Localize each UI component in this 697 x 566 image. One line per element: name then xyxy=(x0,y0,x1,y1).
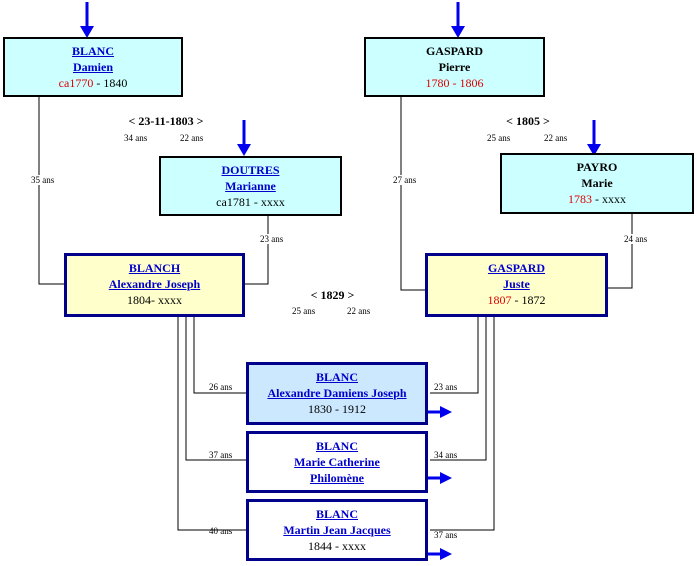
given-name: Pierre xyxy=(438,60,471,74)
life-dates: 1807 - 1872 xyxy=(487,293,546,307)
given-name-link[interactable]: Martin Jean Jacques xyxy=(283,523,391,537)
surname: GASPARD xyxy=(425,44,484,58)
surname-link[interactable]: BLANC xyxy=(315,370,358,384)
parent-age-label: 23 ans xyxy=(260,234,284,244)
given-name-link[interactable]: Alexandre Damiens Joseph xyxy=(267,386,407,400)
father-age-label: 40 ans xyxy=(209,526,233,536)
surname: PAYRO xyxy=(576,160,618,174)
arrow-down-icon[interactable] xyxy=(451,2,465,38)
mother-age-label: 34 ans xyxy=(434,450,458,460)
given-name-link[interactable]: Marie Catherine xyxy=(294,455,380,469)
arrow-right-icon[interactable] xyxy=(428,406,452,418)
mother-age-label: 37 ans xyxy=(434,530,458,540)
surname-link[interactable]: BLANC xyxy=(315,507,358,521)
age-wife: 22 ans xyxy=(347,306,371,316)
person-card-alexandre: BLANCH Alexandre Joseph 1804- xxxx xyxy=(64,253,245,317)
life-dates: 1783 - xxxx xyxy=(568,192,626,206)
person-card-child2: BLANC Marie Catherine Philomène xyxy=(246,431,428,493)
father-age-label: 37 ans xyxy=(209,450,233,460)
given-name-link[interactable]: Philomène xyxy=(310,471,364,485)
arrow-down-icon[interactable] xyxy=(587,120,601,156)
surname-link[interactable]: GASPARD xyxy=(487,261,546,275)
life-dates: 1804- xxxx xyxy=(127,293,182,307)
given-name-link[interactable]: Damien xyxy=(73,60,113,74)
person-card-child1: BLANC Alexandre Damiens Joseph 1830 - 19… xyxy=(246,362,428,425)
father-age-label: 26 ans xyxy=(209,382,233,392)
person-card-marie: PAYRO Marie 1783 - xxxx xyxy=(500,153,694,214)
given-name-link[interactable]: Alexandre Joseph xyxy=(108,277,201,291)
given-name-link[interactable]: Juste xyxy=(503,277,530,291)
age-husband: 34 ans xyxy=(124,133,148,143)
arrow-down-icon[interactable] xyxy=(80,2,94,38)
life-dates: 1830 - 1912 xyxy=(308,402,366,416)
life-dates: 1780 - 1806 xyxy=(425,76,484,90)
age-husband: 25 ans xyxy=(487,133,511,143)
given-name-link[interactable]: Marianne xyxy=(225,179,276,193)
arrow-right-icon[interactable] xyxy=(428,472,452,484)
person-card-marianne: DOUTRES Marianne ca1781 - xxxx xyxy=(159,156,342,216)
given-name: Marie xyxy=(581,176,613,190)
arrow-right-icon[interactable] xyxy=(428,548,452,560)
parent-age-label: 24 ans xyxy=(624,234,648,244)
surname-link[interactable]: BLANC xyxy=(71,44,114,58)
parent-age-label: 27 ans xyxy=(393,175,417,185)
marriage-date: < 1829 > xyxy=(310,288,355,302)
marriage-date: < 1805 > xyxy=(506,114,550,128)
age-wife: 22 ans xyxy=(180,133,204,143)
life-dates: 1844 - xxxx xyxy=(308,539,366,553)
person-card-child3: BLANC Martin Jean Jacques 1844 - xxxx xyxy=(246,499,428,561)
life-dates: ca1770 - 1840 xyxy=(58,76,128,90)
surname-link[interactable]: BLANCH xyxy=(128,261,181,275)
marriage-date: < 23-11-1803 > xyxy=(128,114,204,128)
arrow-down-icon[interactable] xyxy=(237,120,251,156)
parent-age-label: 35 ans xyxy=(31,175,55,185)
person-card-pierre: GASPARD Pierre 1780 - 1806 xyxy=(364,37,545,97)
age-wife: 22 ans xyxy=(544,133,568,143)
age-husband: 25 ans xyxy=(292,306,316,316)
mother-age-label: 23 ans xyxy=(434,382,458,392)
person-card-damien: BLANC Damien ca1770 - 1840 xyxy=(3,37,183,97)
surname-link[interactable]: BLANC xyxy=(315,439,358,453)
person-card-juste: GASPARD Juste 1807 - 1872 xyxy=(425,253,608,317)
surname-link[interactable]: DOUTRES xyxy=(221,163,280,177)
life-dates: ca1781 - xxxx xyxy=(216,195,285,209)
